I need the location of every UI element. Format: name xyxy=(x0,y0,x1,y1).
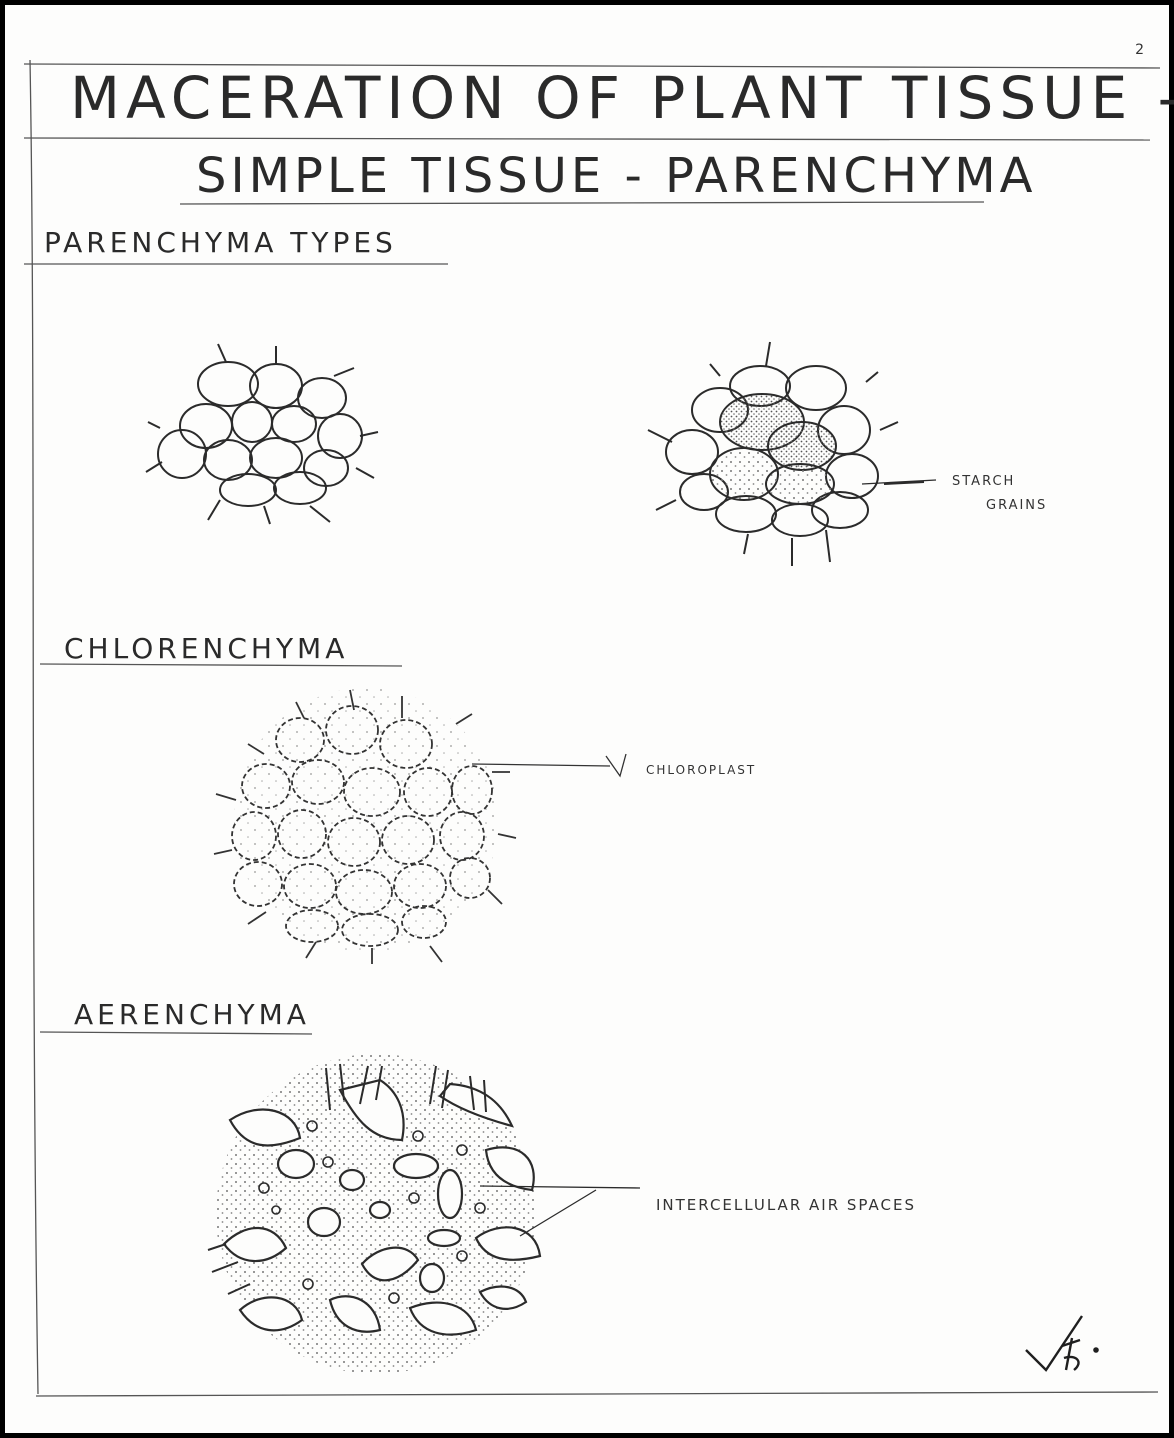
parenchyma-diagram xyxy=(146,344,378,524)
ruled-lines xyxy=(24,60,1160,1396)
aerenchyma-diagram xyxy=(208,1054,640,1374)
chlorenchyma-diagram xyxy=(214,688,626,964)
starch-parenchyma-diagram xyxy=(648,342,936,566)
teacher-signature-mark xyxy=(1026,1316,1098,1370)
